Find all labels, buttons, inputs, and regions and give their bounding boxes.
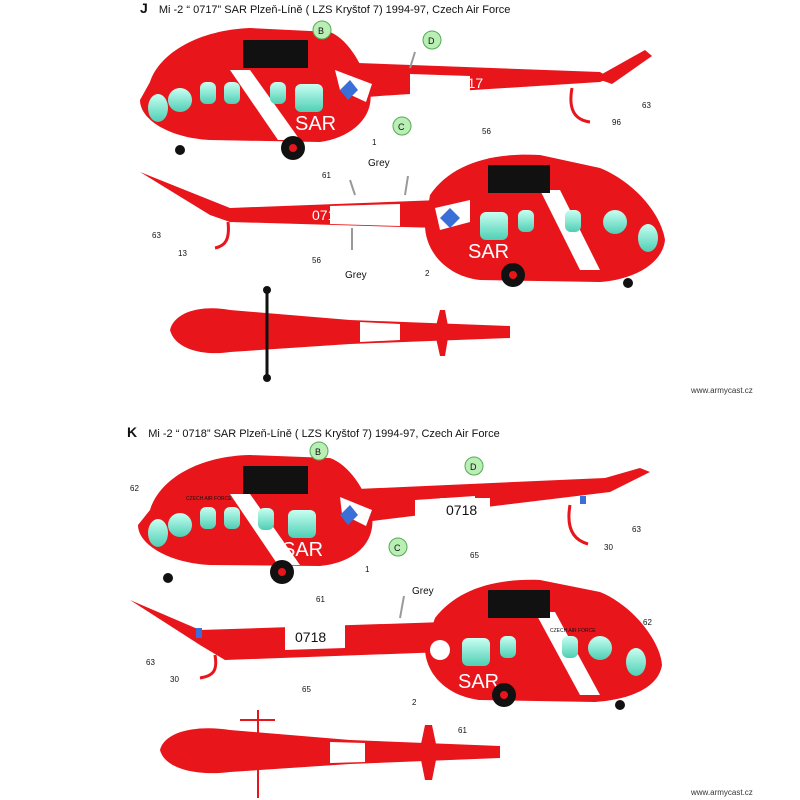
k-left-callout-1: 1	[365, 565, 370, 574]
j-left-callout-63: 63	[642, 101, 651, 110]
j-left-callout-d: D	[422, 30, 442, 50]
j-right-callout-56: 56	[312, 256, 321, 265]
k-left-callout-30: 30	[604, 543, 613, 552]
j-right-callout-13: 13	[178, 249, 187, 258]
j-helicopter-right-view: SAR 0717	[140, 154, 665, 288]
svg-text:D: D	[428, 36, 435, 46]
j-left-callout-c: C	[392, 116, 412, 136]
k-left-callout-d: D	[464, 456, 484, 476]
k-right-callout-2: 2	[412, 698, 417, 707]
svg-text:B: B	[315, 447, 321, 457]
j-right-callout-63: 63	[152, 231, 161, 240]
k-helicopter-top-view	[160, 710, 500, 798]
j-right-callout-2: 2	[425, 269, 430, 278]
k-right-callout-61: 61	[458, 726, 467, 735]
k-left-callout-b: B	[309, 441, 329, 461]
section-j-caption: Mi -2 “ 0717” SAR Plzeň-Líně ( LZS Kryšt…	[158, 4, 511, 16]
k-right-sar-text: SAR	[458, 671, 499, 693]
k-left-callout-62: 62	[130, 484, 139, 493]
k-left-callout-65: 65	[470, 551, 479, 560]
j-right-grey-label-bottom: Grey	[345, 270, 367, 281]
k-right-callout-62: 62	[643, 618, 652, 627]
watermark-top: www.armycast.cz	[691, 386, 753, 395]
j-helicopter-top-view	[170, 286, 510, 382]
svg-text:B: B	[318, 26, 324, 36]
svg-text:C: C	[398, 122, 405, 132]
j-left-callout-1: 1	[372, 138, 377, 147]
k-right-callout-65: 65	[302, 685, 311, 694]
k-left-callout-61: 61	[316, 595, 325, 604]
k-right-grey-label: Grey	[412, 586, 434, 597]
svg-text:C: C	[394, 543, 401, 553]
k-right-fuselage-text: CZECH AIR FORCE	[550, 628, 596, 634]
svg-text:D: D	[470, 462, 477, 472]
k-helicopter-left-view: SAR 0718 CZECH AIR FORCE	[138, 455, 650, 584]
watermark-bottom: www.armycast.cz	[691, 788, 753, 797]
j-left-sar-text: SAR	[295, 113, 336, 135]
k-left-callout-63: 63	[632, 525, 641, 534]
section-k-title: K Mi -2 “ 0718” SAR Plzeň-Líně ( LZS Kry…	[127, 424, 500, 440]
k-left-serial: 0718	[446, 502, 477, 518]
k-helicopter-right-view: SAR 0718 CZECH AIR FORCE	[130, 579, 662, 710]
k-right-callout-30: 30	[170, 675, 179, 684]
section-j-title: J Mi -2 “ 0717” SAR Plzeň-Líně ( LZS Kry…	[140, 0, 510, 16]
k-left-fuselage-text: CZECH AIR FORCE	[186, 496, 232, 502]
j-right-grey-label-top: Grey	[368, 158, 390, 169]
j-left-callout-b: B	[312, 20, 332, 40]
j-left-callout-56: 56	[482, 127, 491, 136]
k-left-sar-text: SAR	[282, 539, 323, 561]
j-left-serial: 0717	[452, 75, 483, 91]
k-left-callout-c: C	[388, 537, 408, 557]
section-k-letter: K	[127, 424, 138, 440]
section-k-caption: Mi -2 “ 0718” SAR Plzeň-Líně ( LZS Kryšt…	[148, 428, 500, 440]
section-j-letter: J	[140, 0, 148, 16]
j-left-callout-61: 61	[322, 171, 331, 180]
k-right-serial: 0718	[295, 629, 326, 645]
j-left-callout-96: 96	[612, 118, 621, 127]
j-helicopter-left-view: SAR 0717	[140, 28, 652, 160]
j-right-sar-text: SAR	[468, 241, 509, 263]
j-right-serial: 0717	[312, 207, 343, 223]
k-right-callout-63: 63	[146, 658, 155, 667]
